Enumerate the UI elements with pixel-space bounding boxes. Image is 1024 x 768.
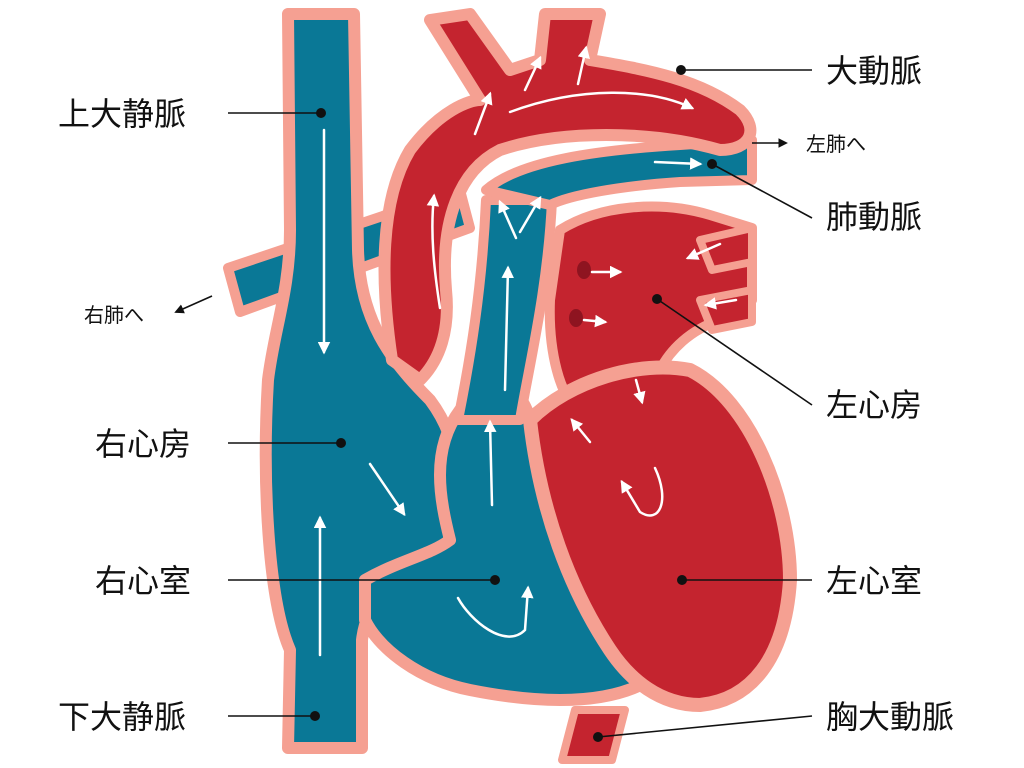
label-superior-vena-cava: 上大静脈: [58, 95, 186, 133]
label-right-atrium: 右心房: [95, 425, 191, 463]
label-leaders: [174, 65, 813, 742]
label-left-ventricle: 左心室: [826, 562, 922, 600]
pulmonary-vein-upper: [696, 224, 756, 274]
pulmonary-vein-lower: [696, 286, 756, 334]
pulmonary-vein-opening-upper: [577, 261, 591, 279]
pulmonary-vein-opening-lower: [569, 309, 583, 327]
label-to-right-lung: 右肺へ: [84, 303, 144, 327]
label-pulmonary-artery: 肺動脈: [826, 198, 922, 236]
blood-flow-arrows: [313, 45, 738, 657]
label-right-ventricle: 右心室: [95, 562, 191, 600]
label-inferior-vena-cava: 下大静脈: [58, 698, 186, 736]
structure-labels: 上大静脈 右心房 右心室 下大静脈 大動脈 肺動脈 左心房 左心室 胸大動脈 左…: [58, 52, 954, 736]
label-aorta: 大動脈: [826, 52, 922, 90]
label-left-atrium: 左心房: [826, 386, 922, 424]
label-thoracic-aorta: 胸大動脈: [826, 698, 954, 736]
left-ventricle-chamber: [523, 360, 797, 712]
label-to-left-lung: 左肺へ: [806, 132, 866, 156]
aortic-arch: [378, 8, 757, 386]
